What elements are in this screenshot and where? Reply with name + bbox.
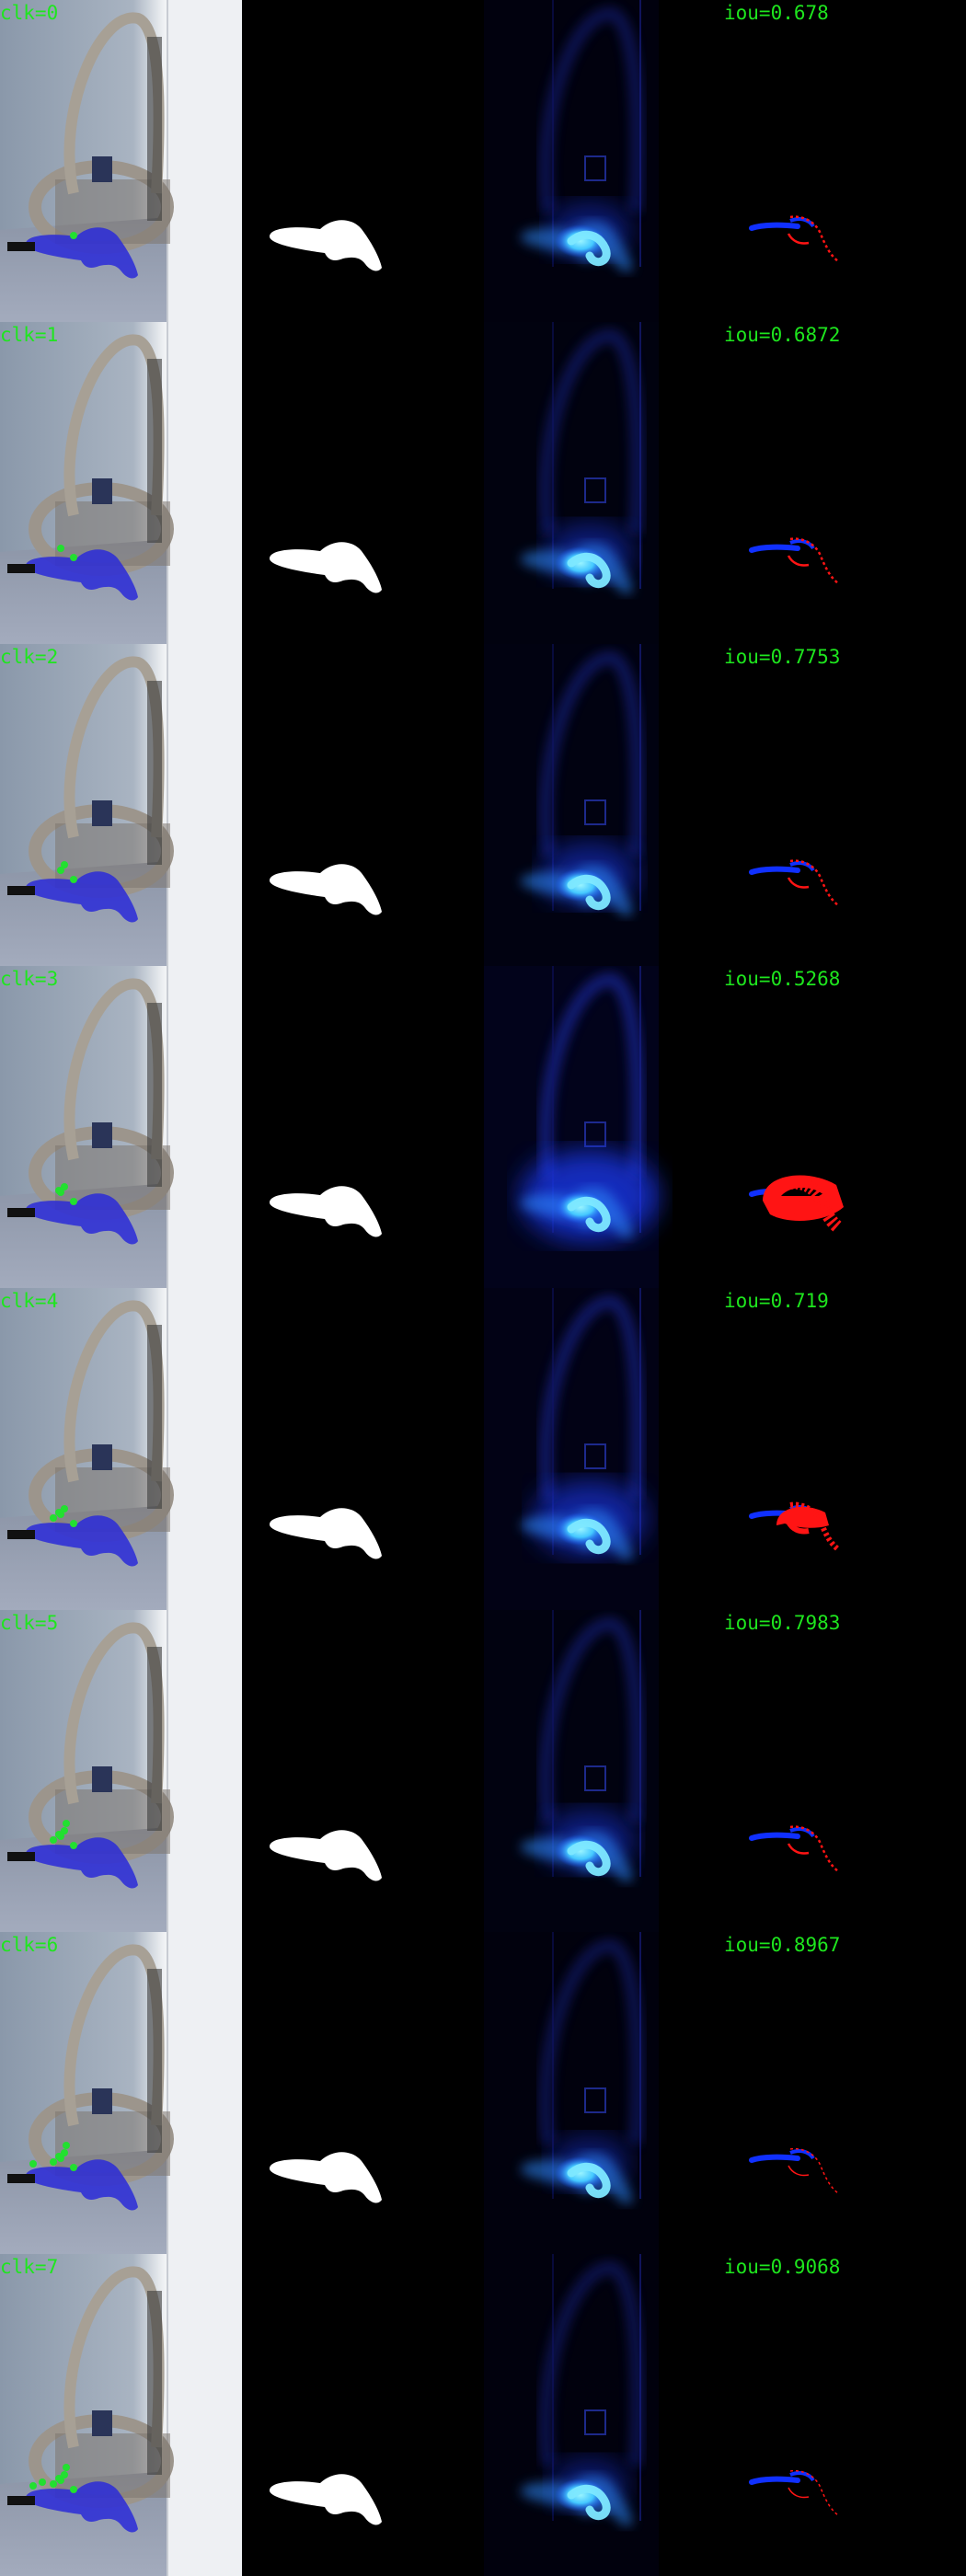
ground-truth-mask-panel (242, 966, 484, 1288)
probability-map-panel (484, 966, 726, 1288)
click-marker (61, 1505, 68, 1512)
probability-map-panel (484, 1610, 726, 1932)
click-count-label: clk=5 (0, 1612, 59, 1634)
input-image-panel (0, 1610, 242, 1932)
click-marker (50, 1514, 57, 1522)
error-map-panel (726, 2254, 966, 2576)
click-marker (55, 1831, 63, 1838)
error-map-panel (726, 644, 966, 966)
result-row: clk=5 iou=0.7983 (0, 1610, 966, 1932)
iou-score-label: iou=0.678 (724, 2, 829, 24)
click-marker (50, 2480, 57, 2488)
ground-truth-mask-panel (242, 1610, 484, 1932)
click-marker (61, 2149, 68, 2156)
click-marker (63, 2464, 70, 2471)
click-marker (55, 1187, 63, 1194)
ground-truth-mask-panel (242, 2254, 484, 2576)
click-marker (50, 1836, 57, 1844)
result-row: clk=3 iou=0.5268 (0, 966, 966, 1288)
error-map-panel (726, 1288, 966, 1610)
ground-truth-mask-panel (242, 322, 484, 644)
click-marker (61, 2471, 68, 2478)
input-image-panel (0, 1932, 242, 2254)
click-marker (55, 1509, 63, 1516)
probability-map-panel (484, 2254, 726, 2576)
iou-score-label: iou=0.719 (724, 1290, 829, 1312)
probability-map-panel (484, 1932, 726, 2254)
error-map-panel (726, 1610, 966, 1932)
click-marker (70, 1842, 77, 1849)
click-count-label: clk=6 (0, 1934, 59, 1956)
input-image-panel (0, 2254, 242, 2576)
result-row: clk=2 iou=0.7753 (0, 644, 966, 966)
ground-truth-mask-panel (242, 644, 484, 966)
click-marker (39, 2478, 46, 2486)
probability-map-panel (484, 322, 726, 644)
click-marker (70, 1198, 77, 1205)
click-marker (29, 2482, 37, 2490)
click-marker (70, 554, 77, 561)
iou-score-label: iou=0.9068 (724, 2256, 841, 2278)
click-marker (61, 1827, 68, 1834)
result-row: clk=0 iou=0.678 (0, 0, 966, 322)
ground-truth-mask-panel (242, 0, 484, 322)
iou-score-label: iou=0.5268 (724, 968, 841, 990)
ground-truth-mask-panel (242, 1932, 484, 2254)
click-count-label: clk=2 (0, 646, 59, 668)
click-marker (57, 545, 64, 552)
error-map-panel (726, 322, 966, 644)
result-row: clk=7 iou=0.9068 (0, 2254, 966, 2576)
click-count-label: clk=0 (0, 2, 59, 24)
iou-score-label: iou=0.7983 (724, 1612, 841, 1634)
ground-truth-mask-panel (242, 1288, 484, 1610)
result-row: clk=1 iou=0.6872 (0, 322, 966, 644)
error-map-panel (726, 0, 966, 322)
probability-map-panel (484, 644, 726, 966)
input-image-panel (0, 966, 242, 1288)
click-marker (63, 2142, 70, 2149)
click-marker (55, 2153, 63, 2160)
click-marker (57, 867, 64, 874)
error-map-panel (726, 1932, 966, 2254)
click-marker (63, 1820, 70, 1827)
click-marker (29, 2160, 37, 2168)
probability-map-panel (484, 1288, 726, 1610)
click-count-label: clk=3 (0, 968, 59, 990)
result-row: clk=4 iou=0.719 (0, 1288, 966, 1610)
input-image-panel (0, 322, 242, 644)
click-count-label: clk=1 (0, 324, 59, 346)
iou-score-label: iou=0.7753 (724, 646, 841, 668)
click-marker (70, 2164, 77, 2171)
iou-score-label: iou=0.6872 (724, 324, 841, 346)
result-row: clk=6 iou=0.8967 (0, 1932, 966, 2254)
click-marker (70, 2486, 77, 2493)
iou-score-label: iou=0.8967 (724, 1934, 841, 1956)
click-count-label: clk=7 (0, 2256, 59, 2278)
click-marker (61, 861, 68, 868)
click-count-label: clk=4 (0, 1290, 59, 1312)
error-map-panel (726, 966, 966, 1288)
click-marker (70, 1520, 77, 1527)
click-marker (70, 876, 77, 883)
probability-map-panel (484, 0, 726, 322)
input-image-panel (0, 0, 242, 322)
click-marker (70, 232, 77, 239)
input-image-panel (0, 1288, 242, 1610)
click-marker (55, 2475, 63, 2482)
click-marker (50, 2158, 57, 2166)
input-image-panel (0, 644, 242, 966)
click-marker (61, 1183, 68, 1190)
